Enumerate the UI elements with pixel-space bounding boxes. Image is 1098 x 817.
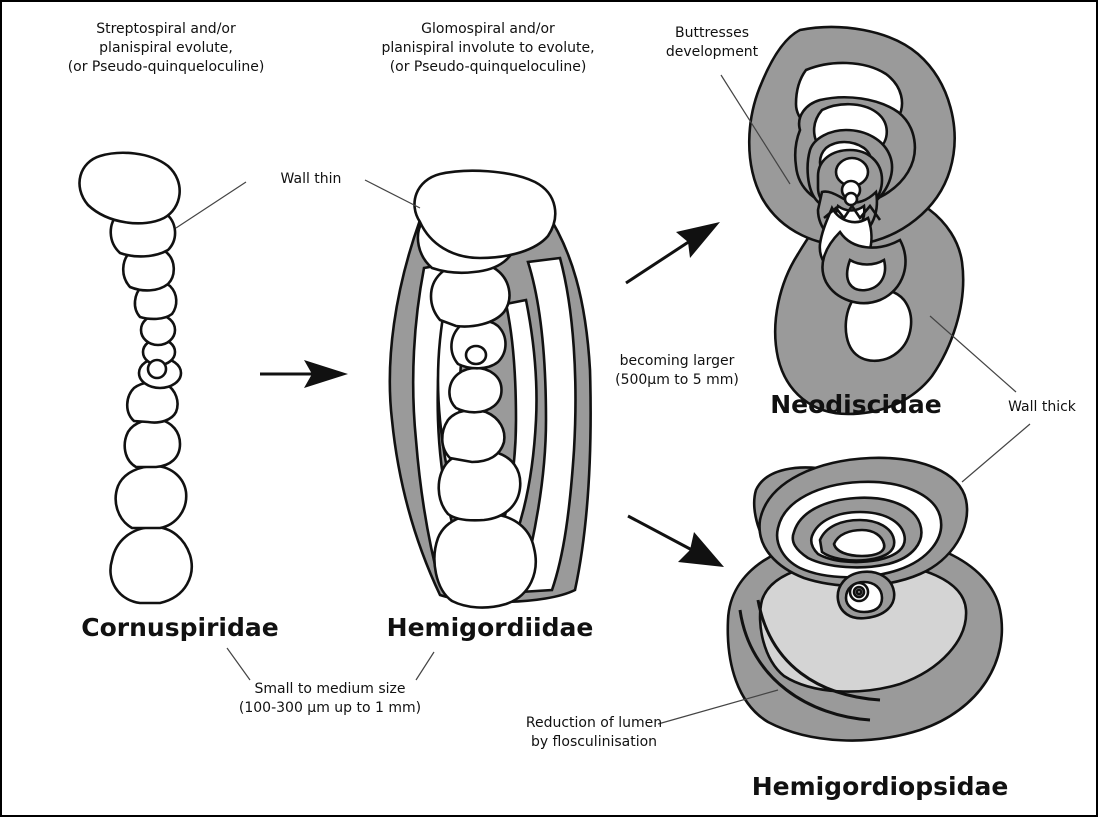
becoming-larger-line-1: becoming larger xyxy=(602,352,752,371)
hemigordiidae-description-line-3: (or Pseudo-quinqueloculine) xyxy=(358,58,618,77)
hemigordiopsidae-illustration xyxy=(728,458,1002,741)
size-label-line-2: (100-300 µm up to 1 mm) xyxy=(220,699,440,718)
wall-thick-label: Wall thick xyxy=(992,398,1092,417)
hemigordiidae-illustration xyxy=(390,171,591,608)
arrow-to-hemigordiidae xyxy=(260,360,348,388)
neodiscidae-illustration xyxy=(749,27,963,414)
buttresses-label-line-1: Buttresses xyxy=(642,24,782,43)
leader-wall-thin-left xyxy=(176,182,246,228)
taxon-hemigordiopsidae: Hemigordiopsidae xyxy=(740,772,1020,802)
hemigordiidae-description-line-1: Glomospiral and/or xyxy=(358,20,618,39)
wall-thin-label: Wall thin xyxy=(256,170,366,189)
becoming-larger-line-2: (500µm to 5 mm) xyxy=(602,371,752,390)
buttresses-label: Buttresses development xyxy=(642,24,782,62)
leader-small-left xyxy=(227,648,250,680)
becoming-larger-label: becoming larger (500µm to 5 mm) xyxy=(602,352,752,390)
cornuspiridae-description-line-2: planispiral evolute, xyxy=(56,39,276,58)
taxon-hemigordiidae: Hemigordiidae xyxy=(370,613,610,643)
cornuspiridae-description: Streptospiral and/or planispiral evolute… xyxy=(56,20,276,77)
arrow-to-neodiscidae xyxy=(626,222,720,283)
taxon-cornuspiridae: Cornuspiridae xyxy=(60,613,300,643)
cornuspiridae-illustration xyxy=(79,153,191,603)
arrow-to-hemigordiopsidae xyxy=(628,516,724,567)
reduction-label-line-2: by flosculinisation xyxy=(504,733,684,752)
cornuspiridae-description-line-1: Streptospiral and/or xyxy=(56,20,276,39)
leader-small-right xyxy=(416,652,434,680)
reduction-label-line-1: Reduction of lumen xyxy=(504,714,684,733)
hemigordiidae-description-line-2: planispiral involute to evolute, xyxy=(358,39,618,58)
cornuspiridae-description-line-3: (or Pseudo-quinqueloculine) xyxy=(56,58,276,77)
taxon-neodiscidae: Neodiscidae xyxy=(756,390,956,420)
size-label: Small to medium size (100-300 µm up to 1… xyxy=(220,680,440,718)
leader-wall-thin-right xyxy=(365,180,420,208)
leader-wall-thick-lower xyxy=(962,424,1030,482)
hemigordiidae-description: Glomospiral and/or planispiral involute … xyxy=(358,20,618,77)
buttresses-label-line-2: development xyxy=(642,43,782,62)
reduction-label: Reduction of lumen by flosculinisation xyxy=(504,714,684,752)
size-label-line-1: Small to medium size xyxy=(220,680,440,699)
